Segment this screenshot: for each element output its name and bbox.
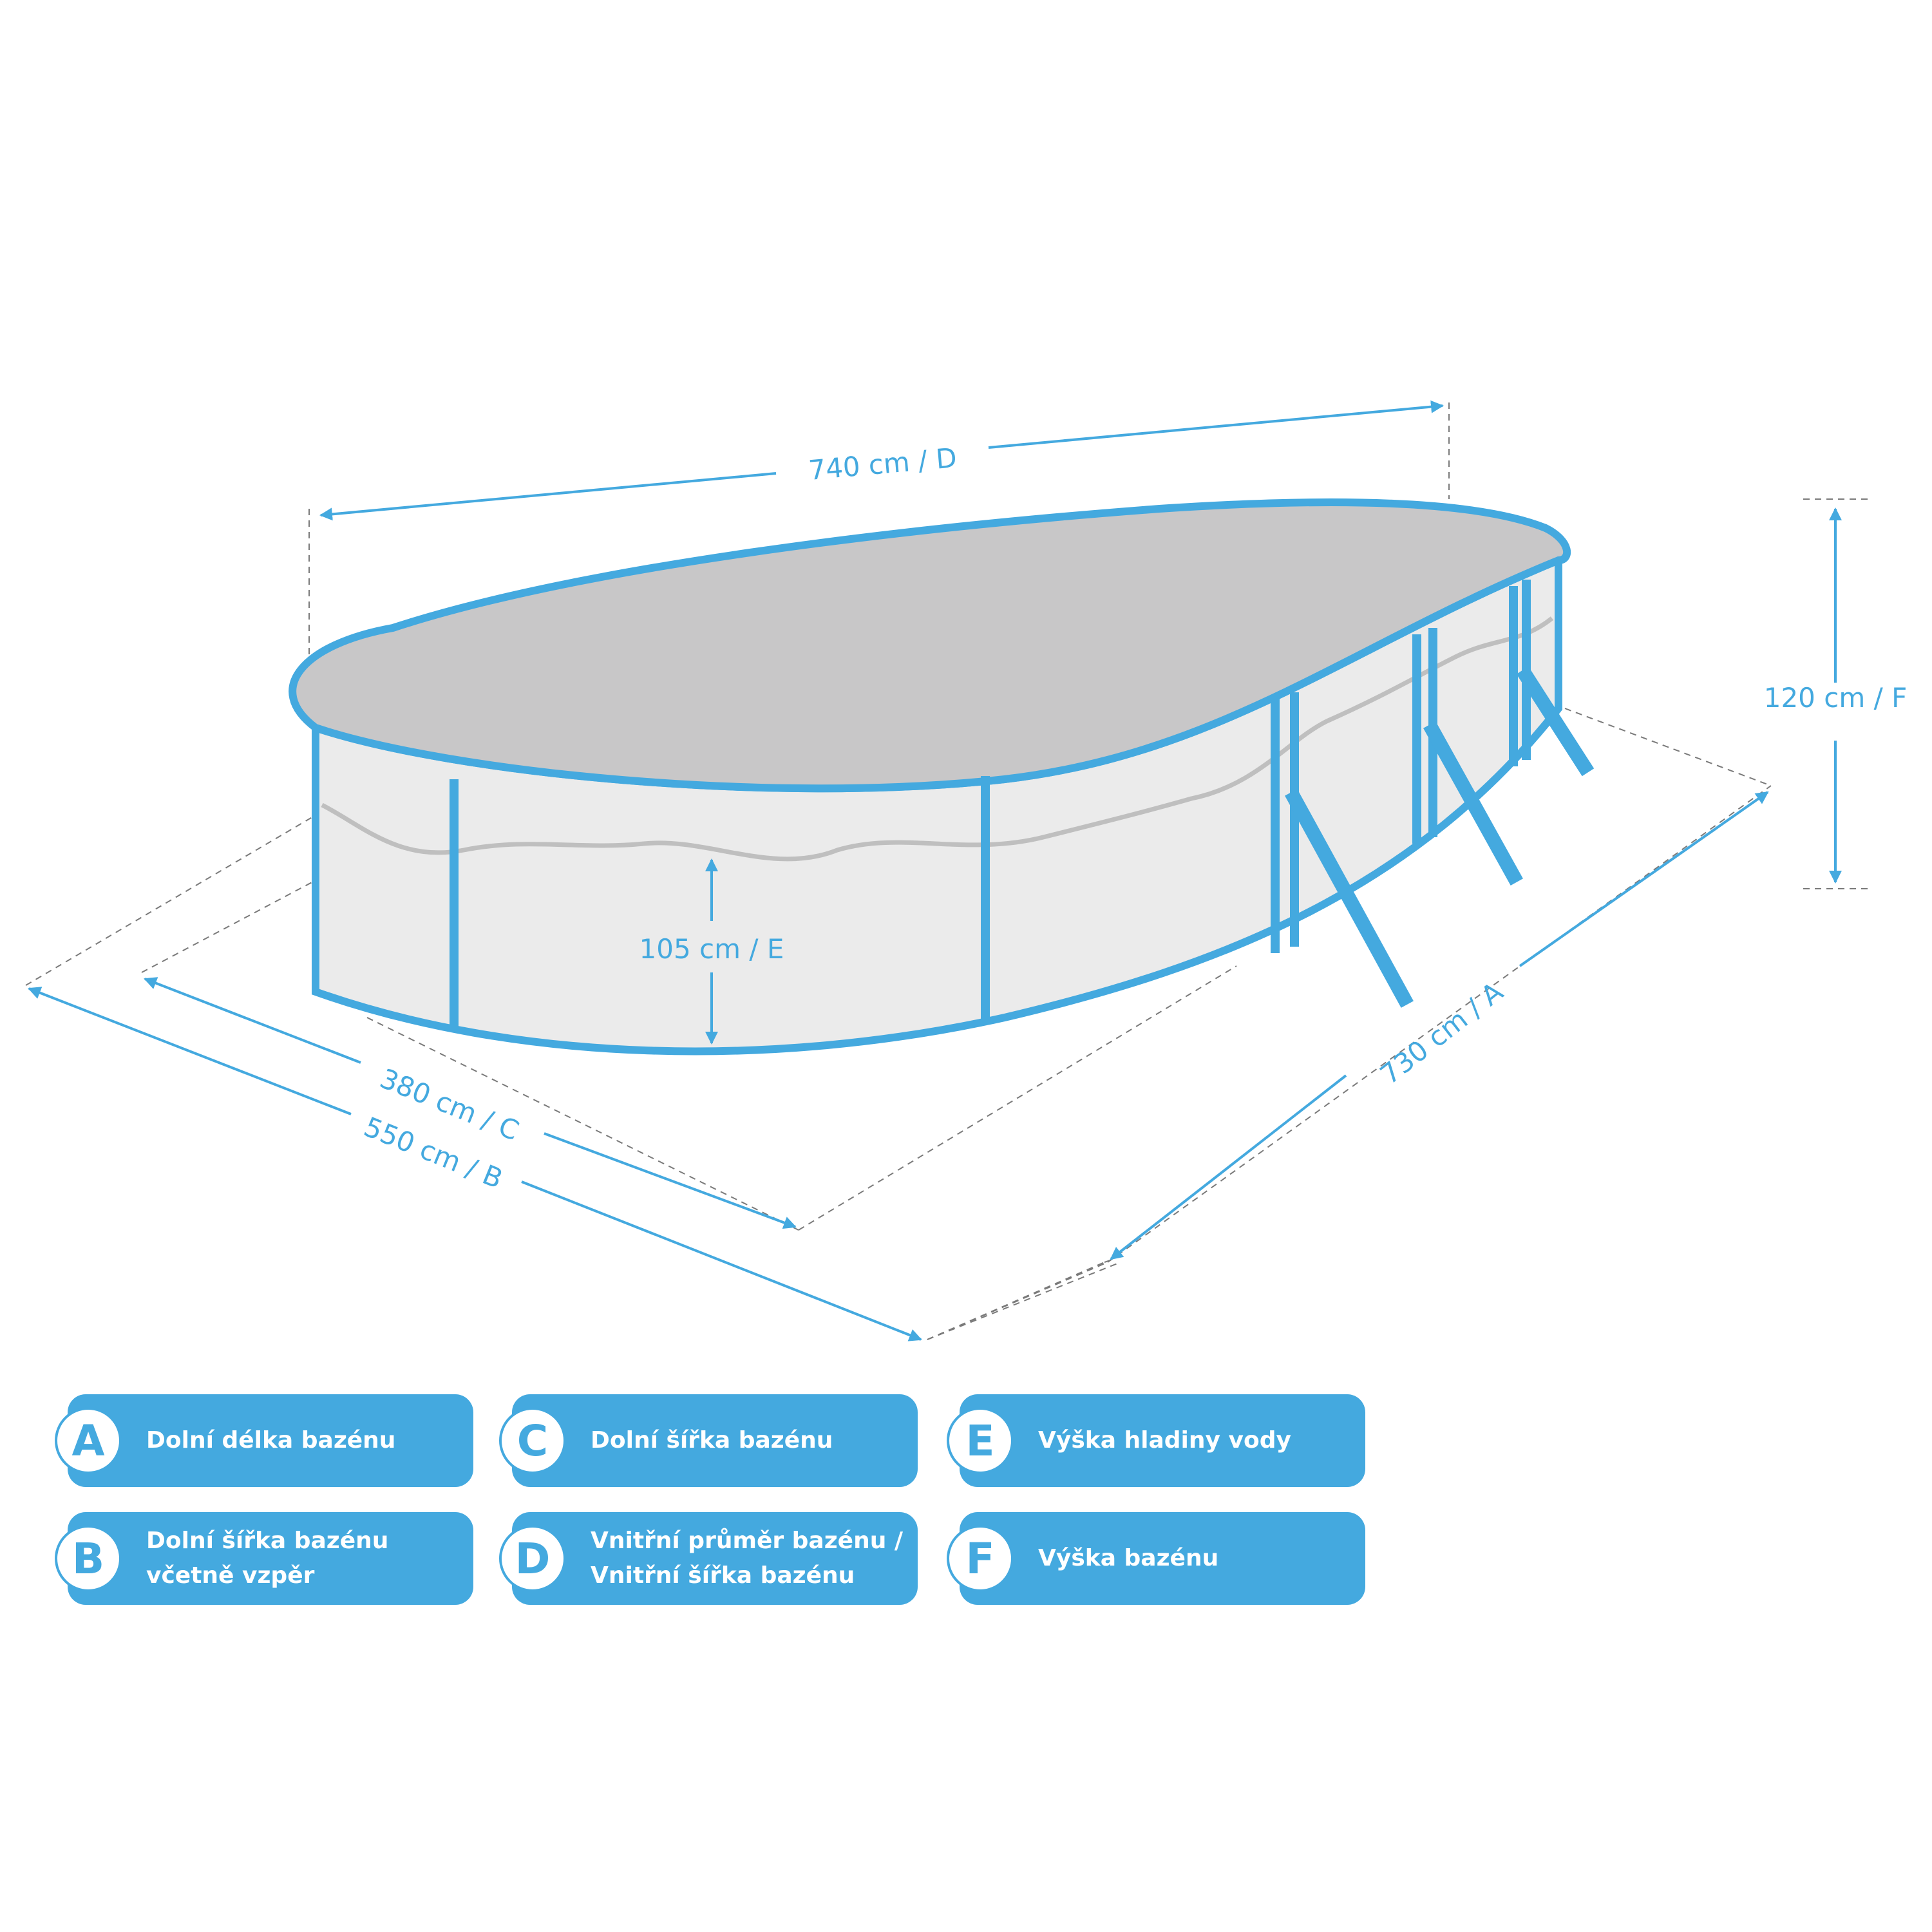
dimension-arrows [28,400,1842,1341]
arrow-d2 [988,400,1444,449]
dim-label-d: 740 cm / D [807,442,958,486]
pool-top [289,498,1571,793]
arrow-c [144,977,361,1064]
arrow-b2 [521,1180,922,1341]
waterline [321,616,1554,862]
arrow-c2 [544,1132,797,1229]
arrow-b [28,987,352,1115]
arrow-a2 [1519,791,1769,967]
dim-label-f: 120 cm / F [1764,682,1908,714]
pool-struts [1285,666,1595,1008]
footprint-guides [25,402,1871,1340]
arrow-d [319,472,777,521]
dim-label-e: 105 cm / E [639,933,784,965]
arrow-a [1110,1074,1347,1260]
